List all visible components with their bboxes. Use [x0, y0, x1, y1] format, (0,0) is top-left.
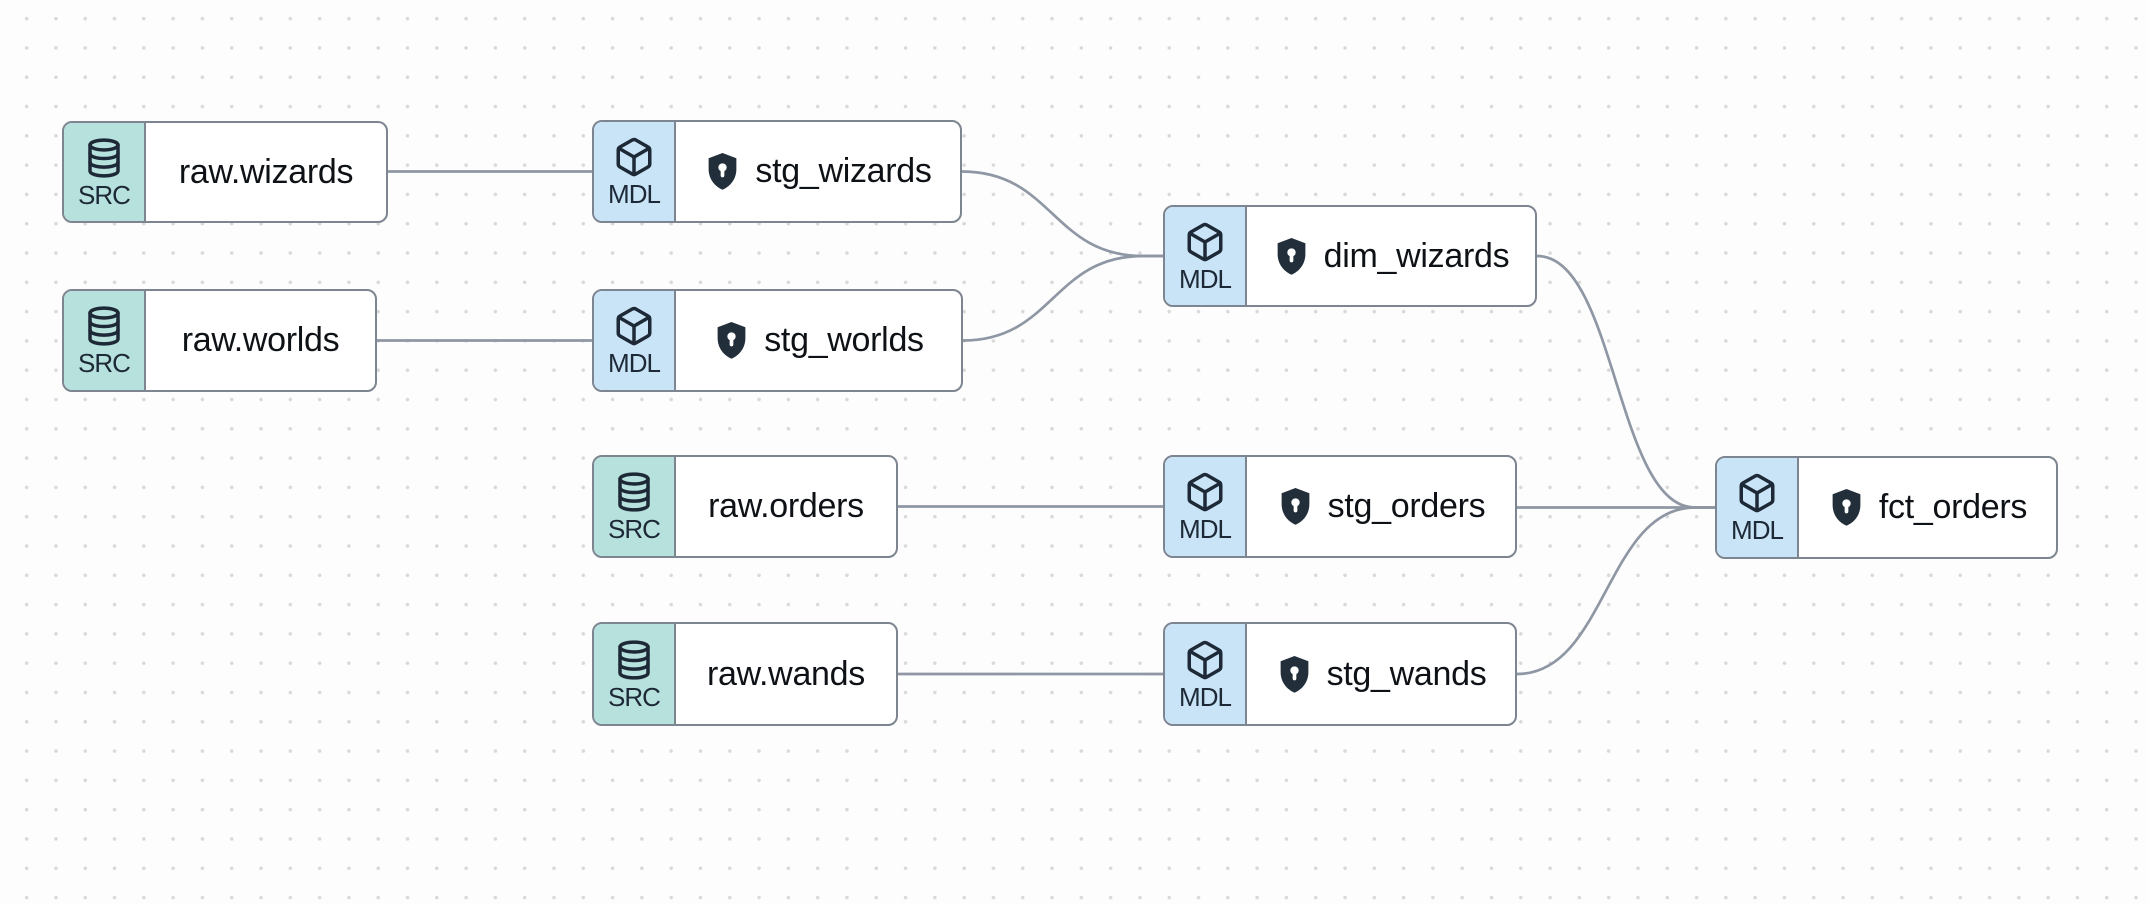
database-icon: [88, 306, 120, 346]
lineage-node-raw-wands[interactable]: SRC raw.wands: [592, 622, 898, 726]
node-type-label: MDL: [1179, 263, 1232, 294]
node-type-label: SRC: [78, 348, 131, 378]
node-body: stg_worlds: [676, 291, 961, 390]
node-type-badge: MDL: [594, 291, 676, 390]
node-type-label: MDL: [1731, 515, 1784, 545]
node-label: fct_orders: [1878, 488, 2028, 526]
node-type-badge: MDL: [1165, 207, 1247, 305]
node-label: raw.worlds: [181, 321, 340, 359]
node-type-badge: MDL: [1717, 458, 1799, 557]
node-type-badge: SRC: [594, 624, 676, 724]
lineage-node-raw-worlds[interactable]: SRC raw.worlds: [62, 289, 377, 392]
node-label: stg_wands: [1326, 654, 1487, 693]
node-label: raw.wizards: [178, 152, 354, 191]
node-body: raw.wands: [676, 624, 896, 724]
shield-lock-icon: [1832, 489, 1861, 526]
lineage-node-stg-worlds[interactable]: MDL stg_worlds: [592, 289, 963, 392]
node-body: fct_orders: [1799, 458, 2056, 557]
lineage-node-dim-wizards[interactable]: MDL dim_wizards: [1163, 205, 1537, 307]
cube-icon: [616, 137, 652, 177]
lineage-node-raw-wizards[interactable]: SRC raw.wizards: [62, 121, 388, 223]
node-type-label: SRC: [608, 514, 661, 544]
node-label: raw.orders: [708, 487, 864, 525]
database-icon: [88, 137, 120, 178]
lineage-node-stg-orders[interactable]: MDL stg_orders: [1163, 455, 1517, 558]
lineage-node-raw-orders[interactable]: SRC raw.orders: [592, 455, 898, 558]
node-label: stg_orders: [1327, 487, 1486, 525]
cube-icon: [616, 306, 652, 346]
node-type-badge: MDL: [1165, 624, 1247, 724]
shield-lock-icon: [1280, 655, 1308, 693]
node-type-badge: MDL: [1165, 457, 1247, 556]
node-type-badge: SRC: [64, 291, 146, 390]
node-body: raw.worlds: [146, 291, 375, 390]
node-body: stg_wands: [1247, 624, 1515, 724]
node-body: raw.orders: [676, 457, 896, 556]
node-type-label: SRC: [608, 681, 661, 712]
cube-icon: [1187, 640, 1223, 679]
node-body: raw.wizards: [146, 123, 386, 221]
node-type-label: MDL: [1179, 681, 1232, 712]
cube-icon: [1739, 473, 1775, 513]
shield-lock-icon: [717, 322, 746, 359]
node-body: dim_wizards: [1247, 207, 1535, 305]
node-label: raw.wands: [707, 654, 865, 693]
shield-lock-icon: [1277, 237, 1306, 275]
node-type-label: SRC: [78, 179, 131, 210]
node-label: stg_worlds: [764, 321, 924, 359]
cube-icon: [1187, 222, 1223, 261]
node-body: stg_orders: [1247, 457, 1515, 556]
node-type-label: MDL: [608, 348, 661, 378]
shield-lock-icon: [1281, 488, 1310, 525]
shield-lock-icon: [709, 153, 737, 190]
node-body: stg_wizards: [676, 122, 960, 221]
database-icon: [618, 639, 650, 680]
database-icon: [618, 472, 650, 512]
cube-icon: [1187, 472, 1223, 512]
node-type-badge: MDL: [594, 122, 676, 221]
lineage-node-stg-wands[interactable]: MDL stg_wands: [1163, 622, 1517, 726]
node-label: dim_wizards: [1323, 236, 1510, 275]
node-type-badge: SRC: [594, 457, 676, 556]
node-type-label: MDL: [1179, 514, 1232, 544]
node-type-label: MDL: [608, 179, 661, 209]
node-type-badge: SRC: [64, 123, 146, 221]
lineage-node-fct-orders[interactable]: MDL fct_orders: [1715, 456, 2058, 559]
lineage-node-stg-wizards[interactable]: MDL stg_wizards: [592, 120, 962, 223]
node-label: stg_wizards: [755, 152, 932, 190]
